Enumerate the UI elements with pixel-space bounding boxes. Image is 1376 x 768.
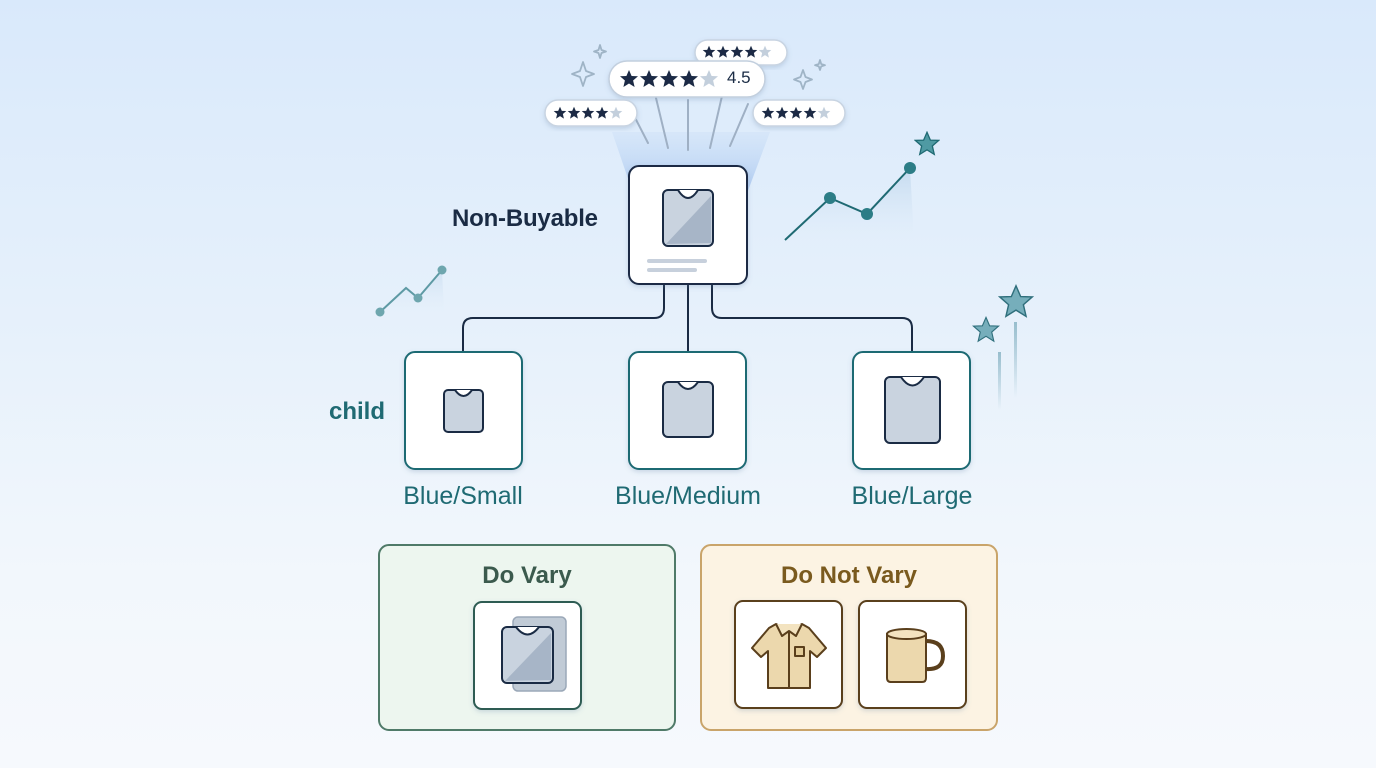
- child-card-small: [404, 351, 523, 470]
- rating-pill-left: [544, 99, 638, 127]
- parent-label: Non-Buyable: [452, 205, 598, 232]
- tshirt-icon: [884, 376, 941, 444]
- shirt-icon: [751, 623, 827, 689]
- do-not-vary-title: Do Not Vary: [780, 562, 918, 589]
- do-not-vary-panel: [700, 544, 998, 731]
- tshirt-icon: [443, 389, 484, 433]
- variation-label-small: Blue/Small: [403, 482, 523, 510]
- do-vary-title: Do Vary: [482, 562, 572, 589]
- tree-connectors: [462, 284, 913, 352]
- rating-rays: [627, 95, 749, 151]
- tshirt-icon: [662, 381, 714, 438]
- child-card-medium: [628, 351, 747, 470]
- sparkle-icon: [571, 44, 826, 90]
- variation-label-large: Blue/Large: [851, 482, 973, 510]
- child-label: child: [329, 398, 386, 425]
- child-card-large: [852, 351, 971, 470]
- trend-chart-icon: [375, 265, 447, 317]
- do-vary-panel: [378, 544, 676, 731]
- mug-icon: [886, 628, 946, 683]
- trend-chart-icon: [784, 131, 940, 241]
- variation-label-medium: Blue/Medium: [615, 482, 761, 510]
- rising-stars: [972, 284, 1034, 410]
- tshirt-icon: [662, 189, 714, 247]
- tshirt-variants-icon: [501, 616, 567, 692]
- rating-pill-main: [608, 60, 766, 98]
- parent-product-card: [628, 165, 748, 285]
- rating-value: 4.5: [727, 68, 751, 87]
- rating-pill-right: [752, 99, 846, 127]
